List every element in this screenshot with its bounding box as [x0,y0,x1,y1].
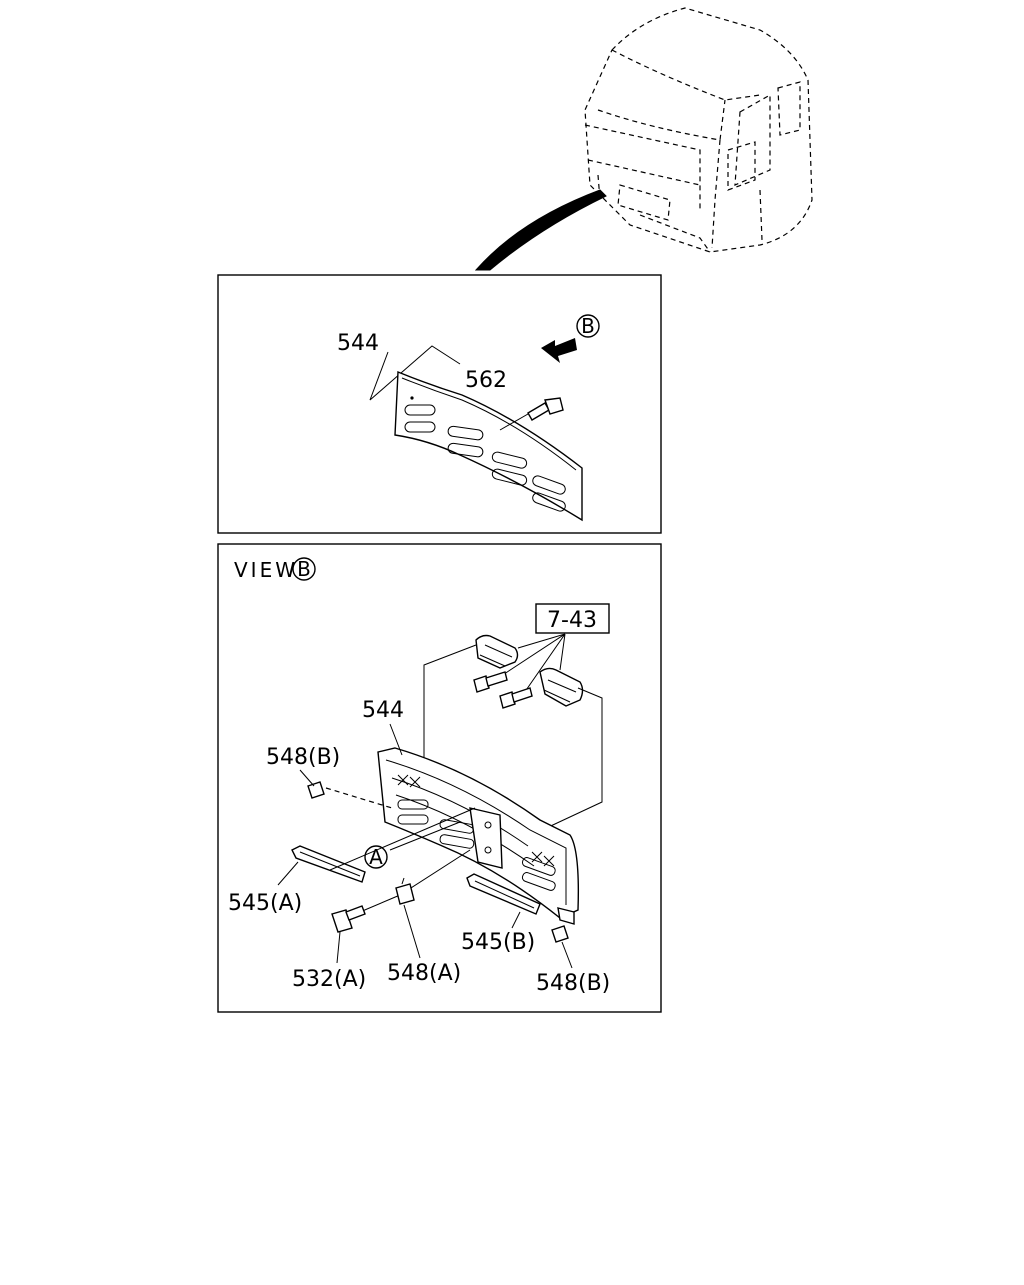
label-544-upper: 544 [337,331,379,356]
grille-544-lower [377,747,579,925]
circle-marker-b-lower [292,557,316,581]
bolt-7-43-left [473,671,508,693]
ref-box-label: 7-43 [547,608,597,633]
view-arrow-b [541,338,577,363]
label-545a: 545(A) [228,891,302,916]
bolt-532a [331,905,366,933]
truck-cab-illustration [584,7,813,253]
label-548b-right: 548(B) [536,971,610,996]
label-544-lower: 544 [362,698,404,723]
clip-548b-left [307,781,325,799]
label-545b: 545(B) [461,930,535,955]
label-532a: 532(A) [292,967,366,992]
seal-545b [466,873,541,915]
circle-marker-b-upper [576,314,600,338]
bracket-right [539,667,584,707]
circle-marker-a [364,845,388,869]
lower-detail-panel: VIEW B 7-43 [217,543,662,1013]
marker-b-upper: B [581,314,595,338]
bracket-left [475,634,519,669]
clip-548b-right [551,925,569,943]
ref-box [535,603,610,634]
leader-swoosh [474,189,607,271]
bolt-7-43-right [499,687,533,709]
grille-544-upper [394,370,583,522]
marker-a: A [369,845,383,869]
view-label: VIEW [234,558,298,582]
label-548a: 548(A) [387,961,461,986]
upper-detail-panel: 544 562 B [217,274,662,534]
marker-b-lower: B [297,557,311,581]
clip-548a [395,877,415,905]
label-548b-left: 548(B) [266,745,340,770]
label-562: 562 [465,368,507,393]
bolt-562-upper [499,397,564,431]
seal-545a [291,845,366,883]
